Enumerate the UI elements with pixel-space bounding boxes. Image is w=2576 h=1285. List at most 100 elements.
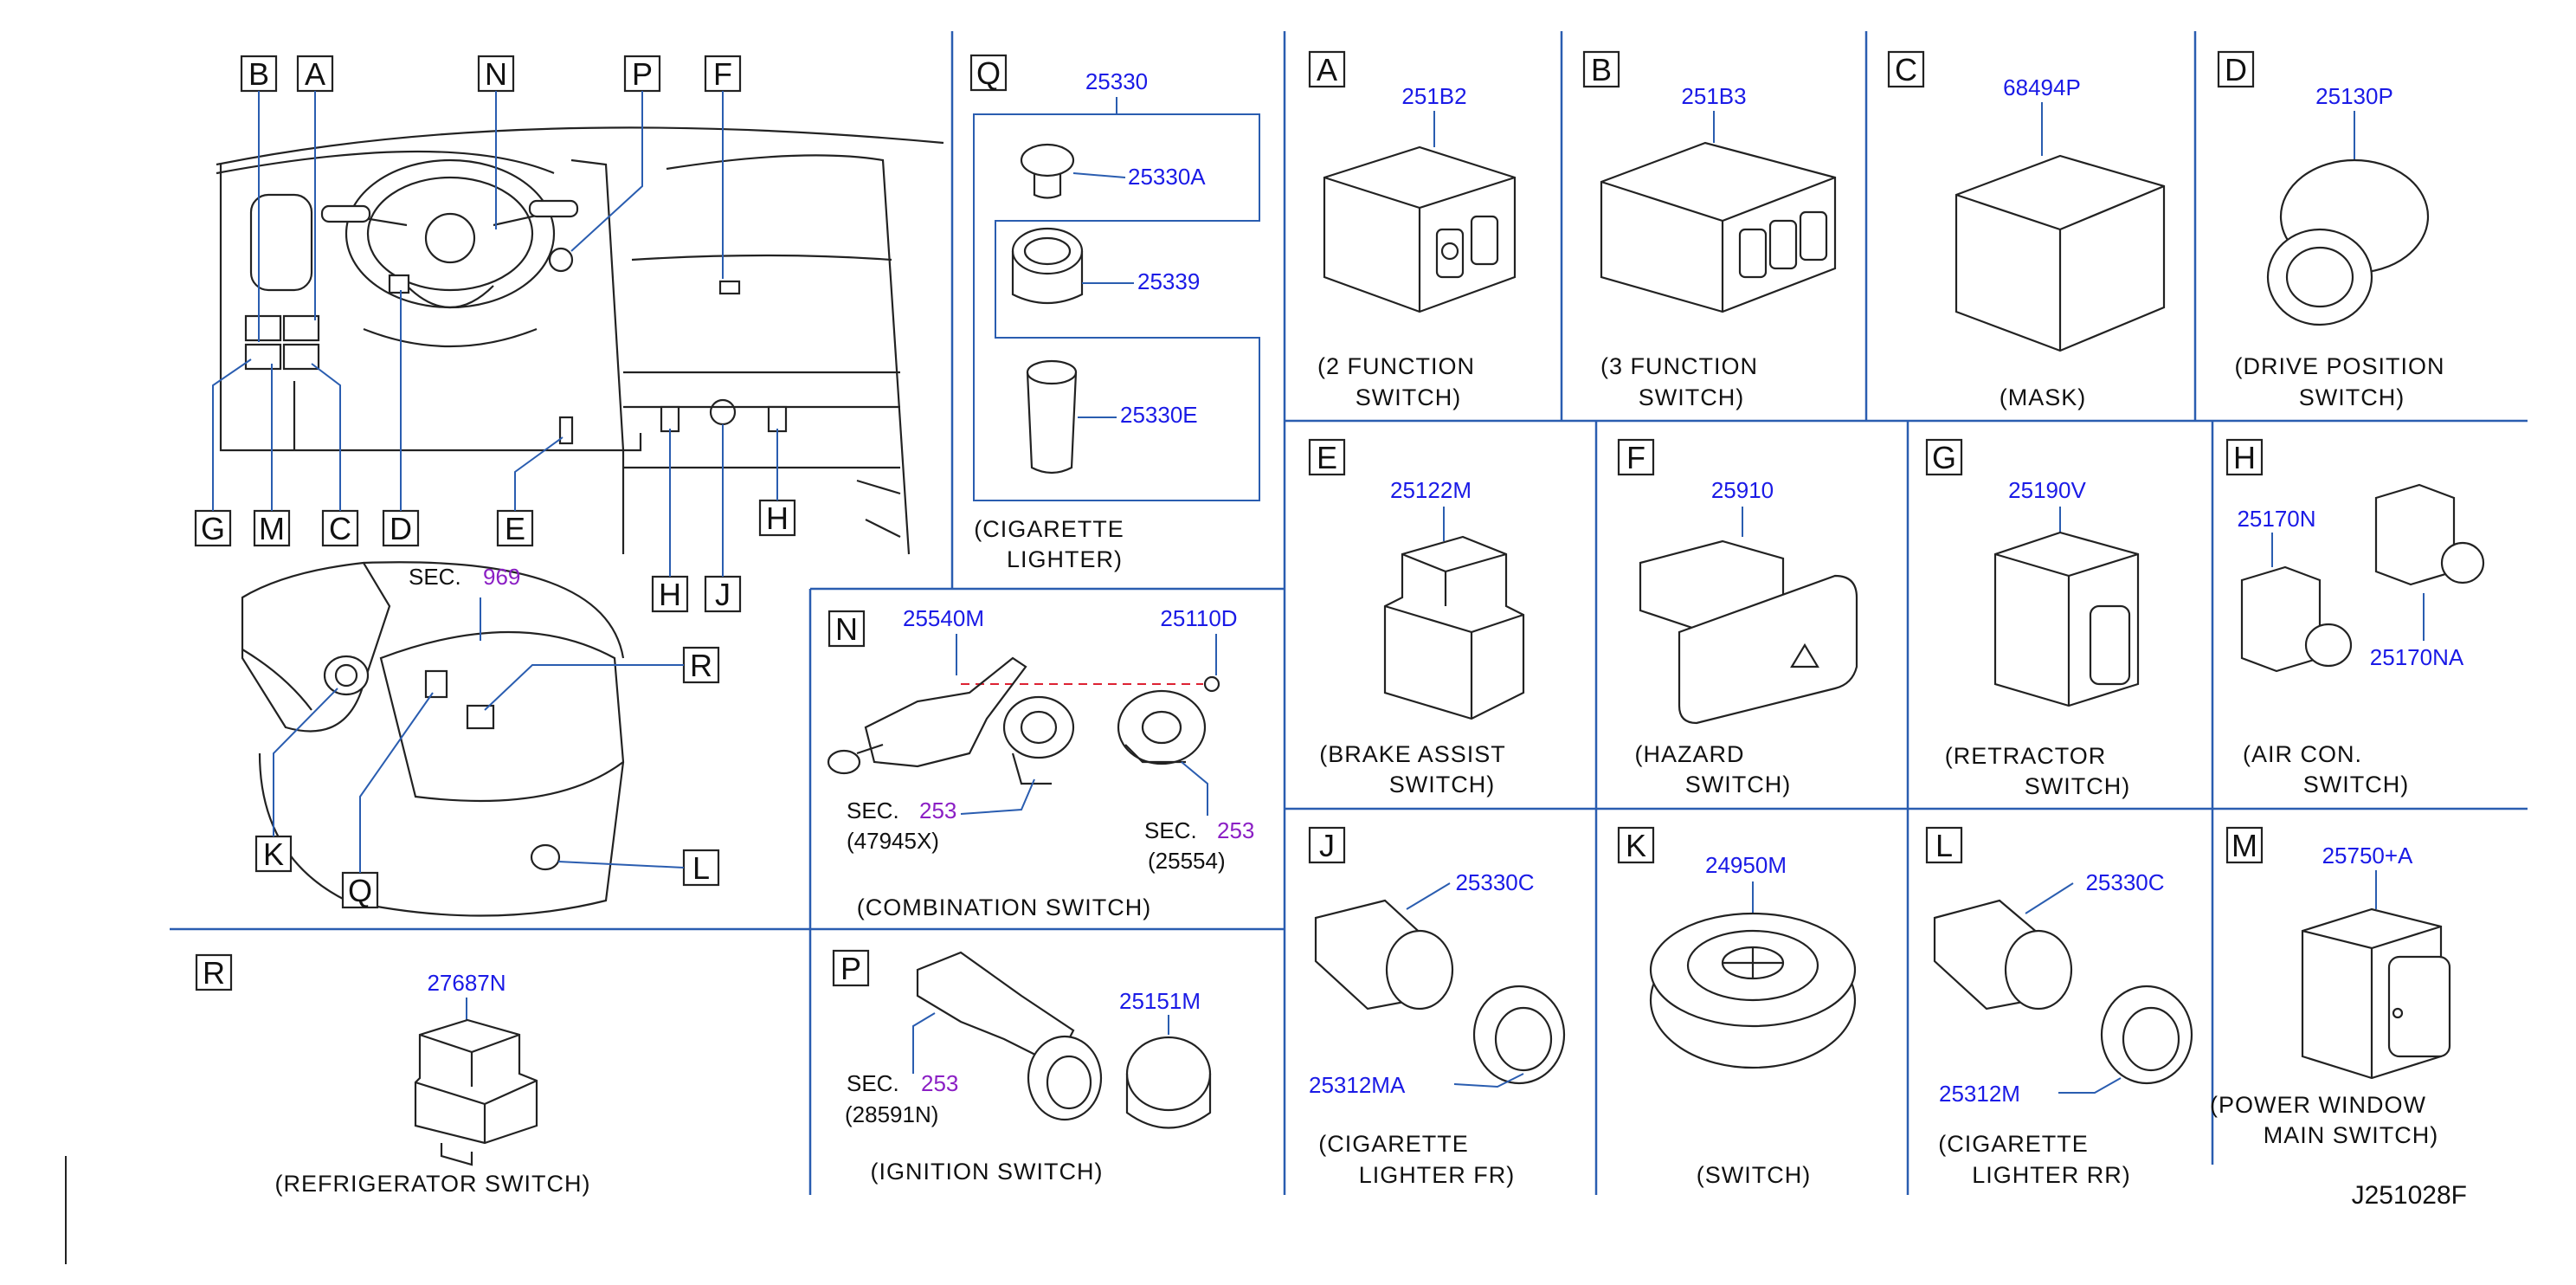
callout-box-a[interactable] [296,55,334,93]
part-number-68494p[interactable]: 68494P [2003,74,2081,100]
sec-number[interactable]: 253 [919,797,956,823]
part-number-251b3[interactable]: 251B3 [1681,83,1746,109]
caption-line-2: SWITCH) [2303,772,2409,797]
part-number-25330c[interactable]: 25330C [1455,869,1534,895]
part-number-25170n[interactable]: 25170N [2237,506,2315,532]
part-number-25540m[interactable]: 25540M [903,605,984,631]
panel-letter: R [203,955,225,991]
console-callouts: SEC. 969 R K Q L [254,564,720,909]
callout-label-h-left: H [659,577,681,612]
caption-line-1: (REFRIGERATOR SWITCH) [275,1171,591,1197]
part-number-25330e[interactable]: 25330E [1120,402,1198,428]
caption-line-1: (CIGARETTE [1318,1131,1469,1157]
panel-letter: L [1935,828,1953,863]
part-number-25110d[interactable]: 25110D [1160,605,1237,631]
callout-label-b: B [248,56,269,92]
part-number-25339[interactable]: 25339 [1137,268,1200,294]
panel-letter-box [1617,826,1655,864]
caption-line-1: (POWER WINDOW [2210,1092,2426,1118]
panel-a: A 251B2 (2 FUNCTION SWITCH) [1308,50,1517,410]
caption-line-1: (IGNITION SWITCH) [871,1159,1104,1185]
panel-c: C 68494P (MASK) [1887,50,2166,410]
callout-label-e: E [505,511,525,546]
panel-letter-box [1308,438,1346,476]
caption-line-2: MAIN SWITCH) [2264,1122,2438,1148]
panel-letter: B [1591,52,1612,87]
panel-letter: C [1895,52,1917,87]
callout-label-a: A [305,56,325,92]
console-sec-number[interactable]: 969 [483,564,520,590]
part-number-25330c[interactable]: 25330C [2085,869,2164,895]
diagram-reference-number: J251028F [2352,1181,2467,1210]
panel-m: M 25750+A (POWER WINDOW MAIN SWITCH) [2210,826,2451,1148]
panel-j: J 25330C 25312MA (CIGARETTE LIGHTER FR) [1308,826,1566,1188]
part-number-25130p[interactable]: 25130P [2315,83,2393,109]
panel-letter-box [1617,438,1655,476]
callout-box-r[interactable] [682,646,720,684]
part-number-25170na[interactable]: 25170NA [2370,644,2464,670]
callout-label-c: C [329,511,351,546]
callout-label-q: Q [348,873,372,908]
callout-label-f: F [713,56,732,92]
sec-number-2[interactable]: 253 [1217,817,1254,843]
panel-letter-box [2217,50,2255,88]
caption-line-1: (RETRACTOR [1945,743,2107,769]
part-number-25330a[interactable]: 25330A [1128,164,1206,190]
caption-line-1: (MASK) [2000,384,2087,410]
sec-subref: (28591N) [845,1101,938,1127]
sec-label: SEC. [847,797,899,823]
part-number-25122m[interactable]: 25122M [1390,477,1472,503]
caption-line-1: (SWITCH) [1697,1162,1811,1188]
callout-label-k: K [263,836,284,872]
callout-label-p: P [632,56,653,92]
caption-line-1: (DRIVE POSITION [2234,353,2444,379]
console-overview [241,561,625,917]
panel-b: B 251B3 (3 FUNCTION SWITCH) [1582,50,1837,410]
panel-letter: F [1626,440,1645,475]
panel-letter: D [2225,52,2247,87]
callout-box-l[interactable] [682,849,720,887]
sec-subref-2: (25554) [1148,848,1226,874]
callout-box-d[interactable] [382,509,420,547]
console-sec-label: SEC. [409,564,461,590]
part-number-24950m[interactable]: 24950M [1705,852,1787,878]
panel-letter: G [1932,440,1956,475]
callout-label-d: D [390,511,412,546]
part-number-27687n[interactable]: 27687N [427,970,506,996]
callout-label-l: L [692,850,710,886]
panel-letter: M [2231,828,2257,863]
caption-line-2: LIGHTER FR) [1359,1162,1516,1188]
part-number-25910[interactable]: 25910 [1711,477,1774,503]
callout-label-r: R [690,648,712,683]
part-number-25151m[interactable]: 25151M [1119,988,1201,1014]
callout-box-b[interactable] [240,55,278,93]
caption-line-1: (CIGARETTE [974,516,1124,542]
part-number-251b2[interactable]: 251B2 [1401,83,1466,109]
part-number-25330[interactable]: 25330 [1085,68,1148,94]
panel-d: D 25130P (DRIVE POSITION SWITCH) [2217,50,2444,410]
callout-label-m: M [259,511,285,546]
caption-line-1: (COMBINATION SWITCH) [857,894,1151,920]
panel-letter: H [2233,440,2256,475]
panel-letter-box [195,953,233,991]
panel-letter-box [1308,50,1346,88]
sec-number[interactable]: 253 [921,1070,958,1096]
caption-line-1: (HAZARD [1635,741,1745,767]
callout-box-j[interactable] [704,575,742,613]
panel-letter: K [1626,828,1646,863]
panel-letter: Q [976,55,1001,91]
panel-letter-box [1925,438,1963,476]
callout-box-g[interactable] [194,509,232,547]
caption-line-1: (CIGARETTE [1938,1131,2089,1157]
part-number-25750a[interactable]: 25750+A [2322,843,2413,869]
caption-line-2: SWITCH) [2025,773,2130,799]
panel-letter-box [1925,826,1963,864]
panel-letter-box [1887,50,1925,88]
part-number-25312ma[interactable]: 25312MA [1309,1072,1406,1098]
callout-box-m[interactable] [253,509,291,547]
part-number-25190v[interactable]: 25190V [2008,477,2086,503]
part-number-25312m[interactable]: 25312M [1939,1081,2020,1107]
panel-letter-box [2225,826,2264,864]
panel-p: P 25151M SEC. 253 (28591N) (IGNITION SWI… [832,949,1212,1185]
caption-line-2: SWITCH) [1639,384,1744,410]
